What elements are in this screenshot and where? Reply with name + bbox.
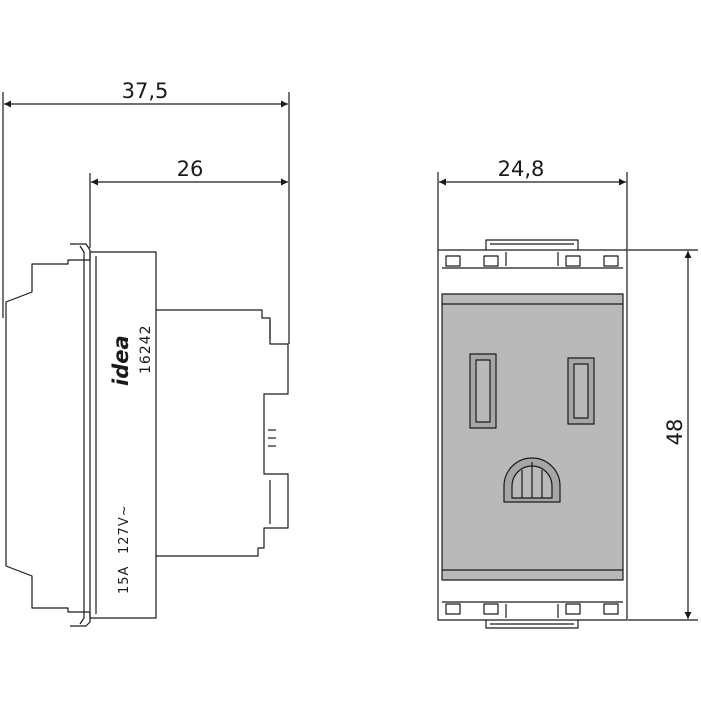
- front-top-clip-left: [445, 255, 461, 267]
- rating-voltage: 127V~: [117, 504, 132, 554]
- front-bottom-clip-left: [445, 603, 461, 615]
- front-bottom-clip-mid-right: [565, 603, 581, 615]
- front-bottom-clip-right: [603, 603, 619, 615]
- side-rear-block: [156, 309, 289, 557]
- dimension-front-height: 48: [663, 419, 687, 446]
- side-view: idea 16242 15A 127V~: [2, 92, 290, 627]
- front-top-clip-right: [603, 255, 619, 267]
- rating-current: 15A: [117, 566, 132, 594]
- dimension-body-depth: 26: [177, 157, 204, 181]
- front-bottom-tab: [485, 620, 579, 629]
- brand-logo: idea: [109, 335, 133, 386]
- side-body: [89, 251, 157, 619]
- outlet-slot-left-inner: [475, 359, 491, 423]
- side-clip-outline: [5, 243, 91, 627]
- front-view: [437, 172, 698, 629]
- side-clip-inner: [79, 245, 85, 625]
- front-top-clip-mid-right: [565, 255, 581, 267]
- front-top-clip-mid-left: [483, 255, 499, 267]
- dimension-front-width: 24,8: [498, 157, 545, 181]
- model-code: 16242: [138, 324, 154, 374]
- front-bottom-clip-mid-left: [483, 603, 499, 615]
- front-top-tab: [485, 239, 579, 250]
- dimension-overall-depth: 37,5: [122, 79, 169, 103]
- outlet-slot-right-inner: [573, 363, 589, 419]
- front-face-plate: [441, 293, 624, 581]
